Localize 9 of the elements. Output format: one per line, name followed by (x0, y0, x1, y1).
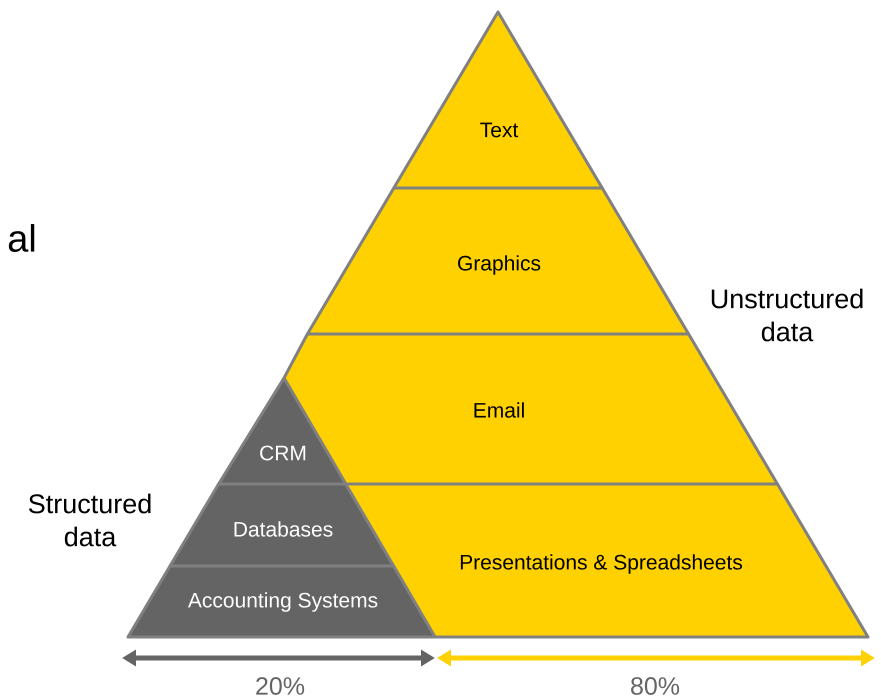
pyramid-band: Text (392, 10, 604, 190)
percentage-label: 80% (631, 677, 680, 695)
text-fragment: al (8, 224, 34, 252)
side-label: Structured data (28, 494, 151, 546)
percentage-label: 20% (256, 677, 304, 695)
pyramid-band: Graphics (306, 186, 690, 336)
pyramid-band: CRM (217, 376, 348, 486)
pyramid-band: Databases (168, 482, 396, 568)
pyramid-band: Accounting Systems (126, 564, 436, 638)
